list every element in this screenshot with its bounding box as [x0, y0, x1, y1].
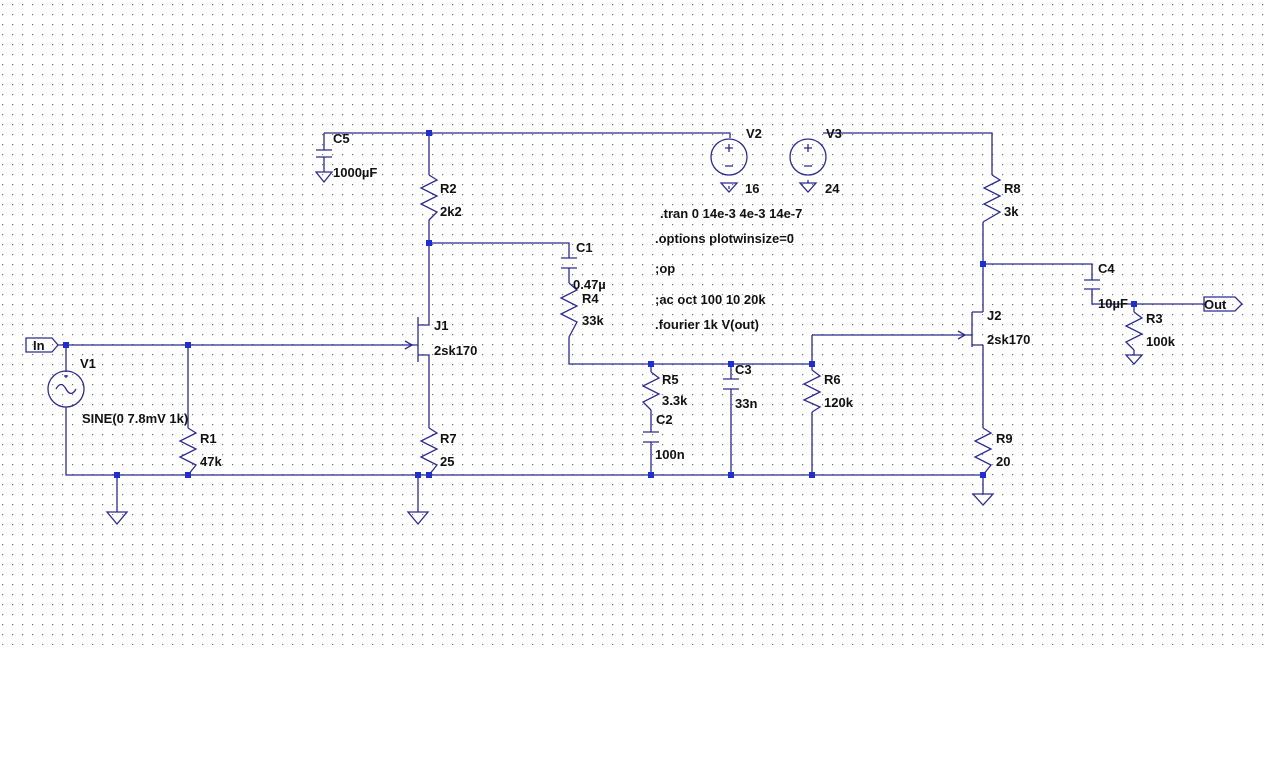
- r2-ref: R2: [440, 181, 457, 196]
- v3-ref: V3: [826, 126, 842, 141]
- c2-value: 100n: [655, 447, 685, 462]
- r7-value: 25: [440, 454, 454, 469]
- c1-ref: C1: [576, 240, 593, 255]
- r6-value: 120k: [824, 395, 854, 410]
- ground-symbol: [971, 493, 995, 506]
- capacitor-c5[interactable]: [314, 149, 334, 184]
- j1-value: 2sk170: [434, 343, 477, 358]
- junctions: [63, 130, 1137, 478]
- r9-value: 20: [996, 454, 1010, 469]
- v3-value: 24: [825, 181, 840, 196]
- c5-ref: C5: [333, 131, 350, 146]
- directive-tran: .tran 0 14e-3 4e-3 14e-7: [660, 206, 802, 221]
- r3-value: 100k: [1146, 334, 1176, 349]
- ground-symbol: [406, 511, 430, 526]
- component-labels: C5 1000µF R2 2k2 C1 0.47µ R4 33k J1 2sk1…: [80, 126, 1176, 469]
- wires[interactable]: [58, 132, 1204, 512]
- svg-text:Out: Out: [1204, 297, 1227, 312]
- spice-directives[interactable]: .tran 0 14e-3 4e-3 14e-7 .options plotwi…: [655, 206, 802, 332]
- capacitor-c3[interactable]: [723, 378, 739, 390]
- voltage-source-v3[interactable]: [789, 138, 827, 193]
- v1-ref: V1: [80, 356, 96, 371]
- capacitor-c2[interactable]: [643, 431, 659, 443]
- j2-ref: J2: [987, 308, 1001, 323]
- c2-ref: C2: [656, 412, 673, 427]
- resistor-r9[interactable]: [973, 427, 993, 476]
- v2-ref: V2: [746, 126, 762, 141]
- r1-ref: R1: [200, 431, 217, 446]
- r3-ref: R3: [1146, 311, 1163, 326]
- c3-value: 33n: [735, 396, 757, 411]
- v1-value: SINE(0 7.8mV 1k): [82, 411, 188, 426]
- resistor-r6[interactable]: [802, 369, 822, 413]
- directive-fourier: .fourier 1k V(out): [655, 317, 759, 332]
- r4-value: 33k: [582, 313, 604, 328]
- r7-ref: R7: [440, 431, 457, 446]
- directive-op: ;op: [655, 261, 675, 276]
- output-port[interactable]: Out: [1203, 296, 1243, 312]
- directive-options: .options plotwinsize=0: [655, 231, 794, 246]
- voltage-source-v1[interactable]: [47, 370, 85, 408]
- jfet-j1[interactable]: [398, 317, 430, 362]
- directive-ac: ;ac oct 100 10 20k: [655, 292, 766, 307]
- c4-ref: C4: [1098, 261, 1115, 276]
- resistor-r5[interactable]: [641, 371, 661, 411]
- r4-ref: R4: [582, 291, 599, 306]
- resistor-r2[interactable]: [419, 174, 439, 221]
- resistor-r1[interactable]: [178, 427, 198, 476]
- voltage-source-v2[interactable]: [710, 138, 748, 193]
- capacitor-c4[interactable]: [1084, 279, 1100, 290]
- j2-value: 2sk170: [987, 332, 1030, 347]
- input-port[interactable]: In: [25, 337, 59, 353]
- svg-text:In: In: [33, 338, 45, 353]
- resistor-r4[interactable]: [559, 282, 579, 338]
- r8-ref: R8: [1004, 181, 1021, 196]
- c4-value: 10µF: [1098, 296, 1128, 311]
- c5-value: 1000µF: [333, 165, 377, 180]
- c1-value: 0.47µ: [573, 277, 606, 292]
- resistor-r3[interactable]: [1124, 311, 1144, 365]
- r5-ref: R5: [662, 372, 679, 387]
- c3-ref: C3: [735, 362, 752, 377]
- r6-ref: R6: [824, 372, 841, 387]
- resistor-r7[interactable]: [419, 427, 439, 476]
- r2-value: 2k2: [440, 204, 462, 219]
- jfet-j2[interactable]: [950, 311, 983, 347]
- capacitor-c1[interactable]: [561, 257, 577, 269]
- r9-ref: R9: [996, 431, 1013, 446]
- j1-ref: J1: [434, 318, 448, 333]
- ground-symbol: [105, 511, 129, 526]
- r1-value: 47k: [200, 454, 222, 469]
- r8-value: 3k: [1004, 204, 1019, 219]
- grid-background: [0, 0, 1272, 645]
- resistor-r8[interactable]: [982, 174, 1002, 223]
- r5-value: 3.3k: [662, 393, 688, 408]
- v2-value: 16: [745, 181, 759, 196]
